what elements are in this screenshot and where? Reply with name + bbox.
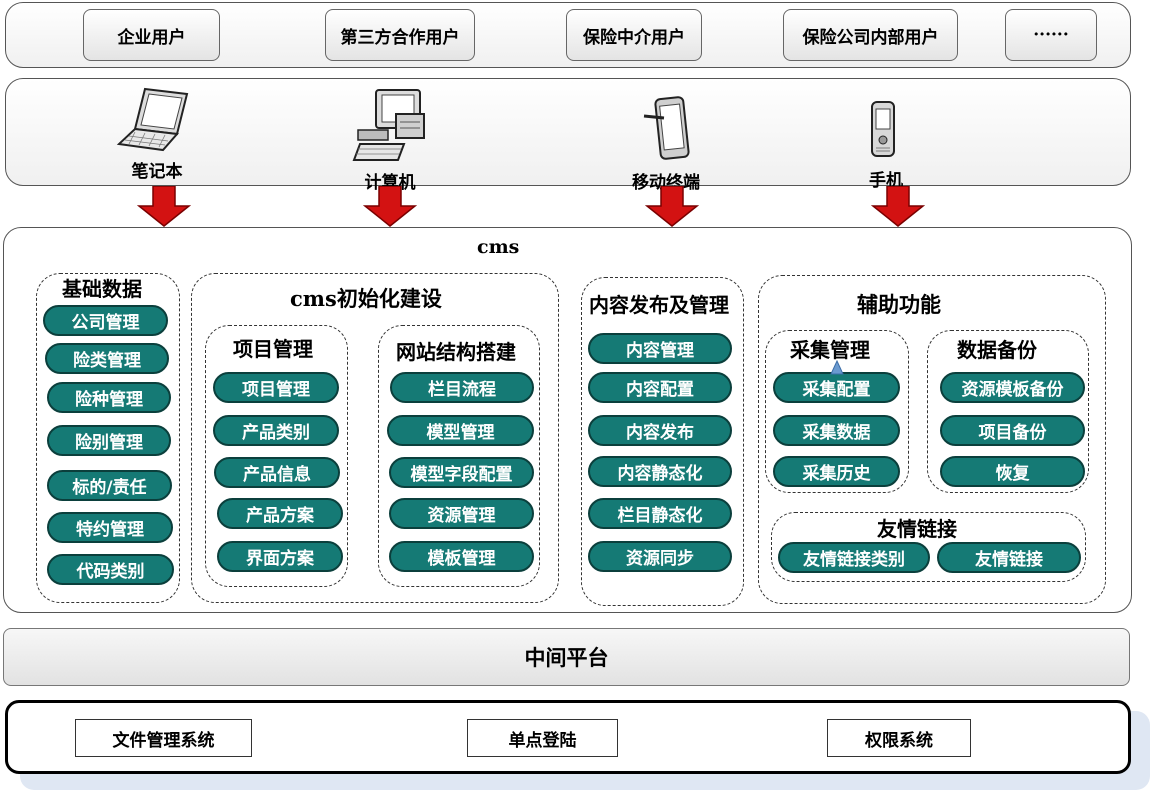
collect-mgmt-item: 采集配置	[773, 372, 900, 403]
data-backup-title: 数据备份	[957, 338, 1037, 362]
data-backup-group	[927, 330, 1089, 493]
permission-system-box: 权限系统	[827, 719, 971, 757]
content-publish-item: 内容静态化	[588, 456, 732, 487]
content-publish-item: 内容发布	[588, 415, 732, 446]
tablet-icon	[643, 96, 690, 160]
basic-data-item: 代码类别	[47, 554, 174, 585]
device-label-laptop: 笔记本	[131, 162, 183, 182]
content-publish-item: 内容配置	[588, 372, 732, 403]
project-mgmt-item: 项目管理	[213, 372, 339, 403]
user-type-agency: 保险中介用户	[566, 9, 702, 61]
down-arrow-phone	[871, 186, 925, 227]
project-mgmt-group	[205, 325, 348, 587]
device-label-computer: 计算机	[364, 173, 416, 193]
friend-links-group	[771, 512, 1086, 582]
site-structure-group	[378, 325, 540, 587]
content-publish-item: 栏目静态化	[588, 498, 732, 529]
content-publish-item: 内容管理	[588, 333, 732, 364]
site-structure-item: 模型管理	[387, 415, 534, 446]
data-backup-item: 项目备份	[940, 415, 1085, 446]
aux-functions-group	[758, 275, 1106, 604]
basic-data-item: 公司管理	[43, 305, 168, 336]
cms-title: cms	[477, 236, 520, 258]
basic-data-title: 基础数据	[62, 277, 142, 301]
mobile-phone-icon	[871, 101, 895, 157]
collect-mgmt-item: 采集数据	[773, 415, 900, 446]
site-structure-item: 模型字段配置	[389, 457, 534, 488]
basic-data-item: 险类管理	[45, 343, 169, 374]
init-build-title: cms初始化建设	[290, 286, 442, 311]
down-arrow-computer	[363, 186, 417, 227]
friend-links-item: 友情链接	[937, 542, 1081, 573]
file-management-system-box: 文件管理系统	[75, 719, 252, 757]
down-arrow-laptop	[137, 186, 191, 227]
middle-platform-band: 中间平台	[3, 628, 1130, 686]
project-mgmt-item: 产品信息	[214, 457, 340, 488]
user-type-third-party: 第三方合作用户	[325, 9, 475, 61]
project-mgmt-item: 产品方案	[217, 498, 343, 529]
collect-mgmt-title: 采集管理	[790, 338, 870, 362]
user-type-enterprise: 企业用户	[83, 9, 220, 61]
desktop-computer-icon	[352, 89, 425, 161]
basic-data-group	[36, 273, 180, 603]
devices-band	[5, 78, 1131, 186]
data-backup-item: 资源模板备份	[940, 372, 1085, 403]
cursor-pointer-icon	[830, 360, 844, 375]
down-arrow-mobile-terminal	[645, 186, 699, 227]
collect-mgmt-item: 采集历史	[773, 456, 900, 487]
laptop-icon	[116, 87, 189, 152]
project-mgmt-item: 产品类别	[213, 415, 339, 446]
friend-links-item: 友情链接类别	[778, 542, 930, 573]
content-publish-title: 内容发布及管理	[589, 293, 729, 317]
init-build-group	[191, 273, 559, 603]
basic-data-item: 险别管理	[47, 425, 171, 456]
basic-data-item: 特约管理	[47, 512, 173, 543]
user-type-more: ······	[1005, 9, 1097, 61]
site-structure-item: 模板管理	[389, 541, 534, 572]
aux-functions-title: 辅助功能	[857, 292, 941, 317]
data-backup-item: 恢复	[940, 456, 1085, 487]
site-structure-item: 栏目流程	[390, 372, 534, 403]
basic-data-item: 险种管理	[47, 382, 171, 413]
content-publish-group	[581, 277, 744, 606]
site-structure-item: 资源管理	[389, 498, 534, 529]
basic-data-item: 标的/责任	[47, 470, 172, 501]
single-sign-on-box: 单点登陆	[467, 719, 618, 757]
project-mgmt-title: 项目管理	[233, 337, 313, 361]
user-type-internal: 保险公司内部用户	[783, 9, 958, 61]
project-mgmt-item: 界面方案	[217, 541, 343, 572]
content-publish-item: 资源同步	[588, 541, 732, 572]
friend-links-title: 友情链接	[877, 517, 957, 541]
collect-mgmt-group	[765, 330, 909, 493]
site-structure-title: 网站结构搭建	[396, 340, 516, 364]
